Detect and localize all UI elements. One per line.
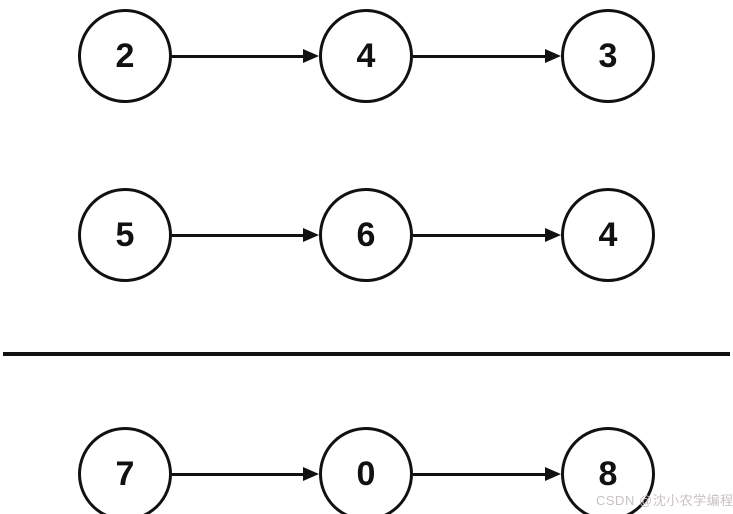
divider-line bbox=[3, 352, 730, 356]
arrow-shaft bbox=[413, 54, 551, 58]
node-circle: 8 bbox=[561, 427, 655, 514]
arrow-head bbox=[545, 467, 561, 481]
arrow-head bbox=[545, 228, 561, 242]
node-circle: 3 bbox=[561, 9, 655, 103]
arrow-shaft bbox=[172, 472, 309, 476]
node-circle: 6 bbox=[319, 188, 413, 282]
arrow-right-icon bbox=[413, 467, 561, 481]
node-circle: 4 bbox=[319, 9, 413, 103]
arrow-head bbox=[303, 49, 319, 63]
arrow-head bbox=[303, 467, 319, 481]
arrow-shaft bbox=[172, 54, 309, 58]
node-circle: 2 bbox=[78, 9, 172, 103]
node-circle: 4 bbox=[561, 188, 655, 282]
arrow-right-icon bbox=[172, 467, 319, 481]
arrow-right-icon bbox=[413, 49, 561, 63]
arrow-right-icon bbox=[413, 228, 561, 242]
arrow-shaft bbox=[413, 233, 551, 237]
node-circle: 5 bbox=[78, 188, 172, 282]
watermark-text: CSDN @沈小农学编程 bbox=[596, 493, 733, 508]
arrow-right-icon bbox=[172, 228, 319, 242]
arrow-right-icon bbox=[172, 49, 319, 63]
arrow-shaft bbox=[172, 233, 309, 237]
node-circle: 0 bbox=[319, 427, 413, 514]
arrow-head bbox=[303, 228, 319, 242]
arrow-head bbox=[545, 49, 561, 63]
node-circle: 7 bbox=[78, 427, 172, 514]
arrow-shaft bbox=[413, 472, 551, 476]
